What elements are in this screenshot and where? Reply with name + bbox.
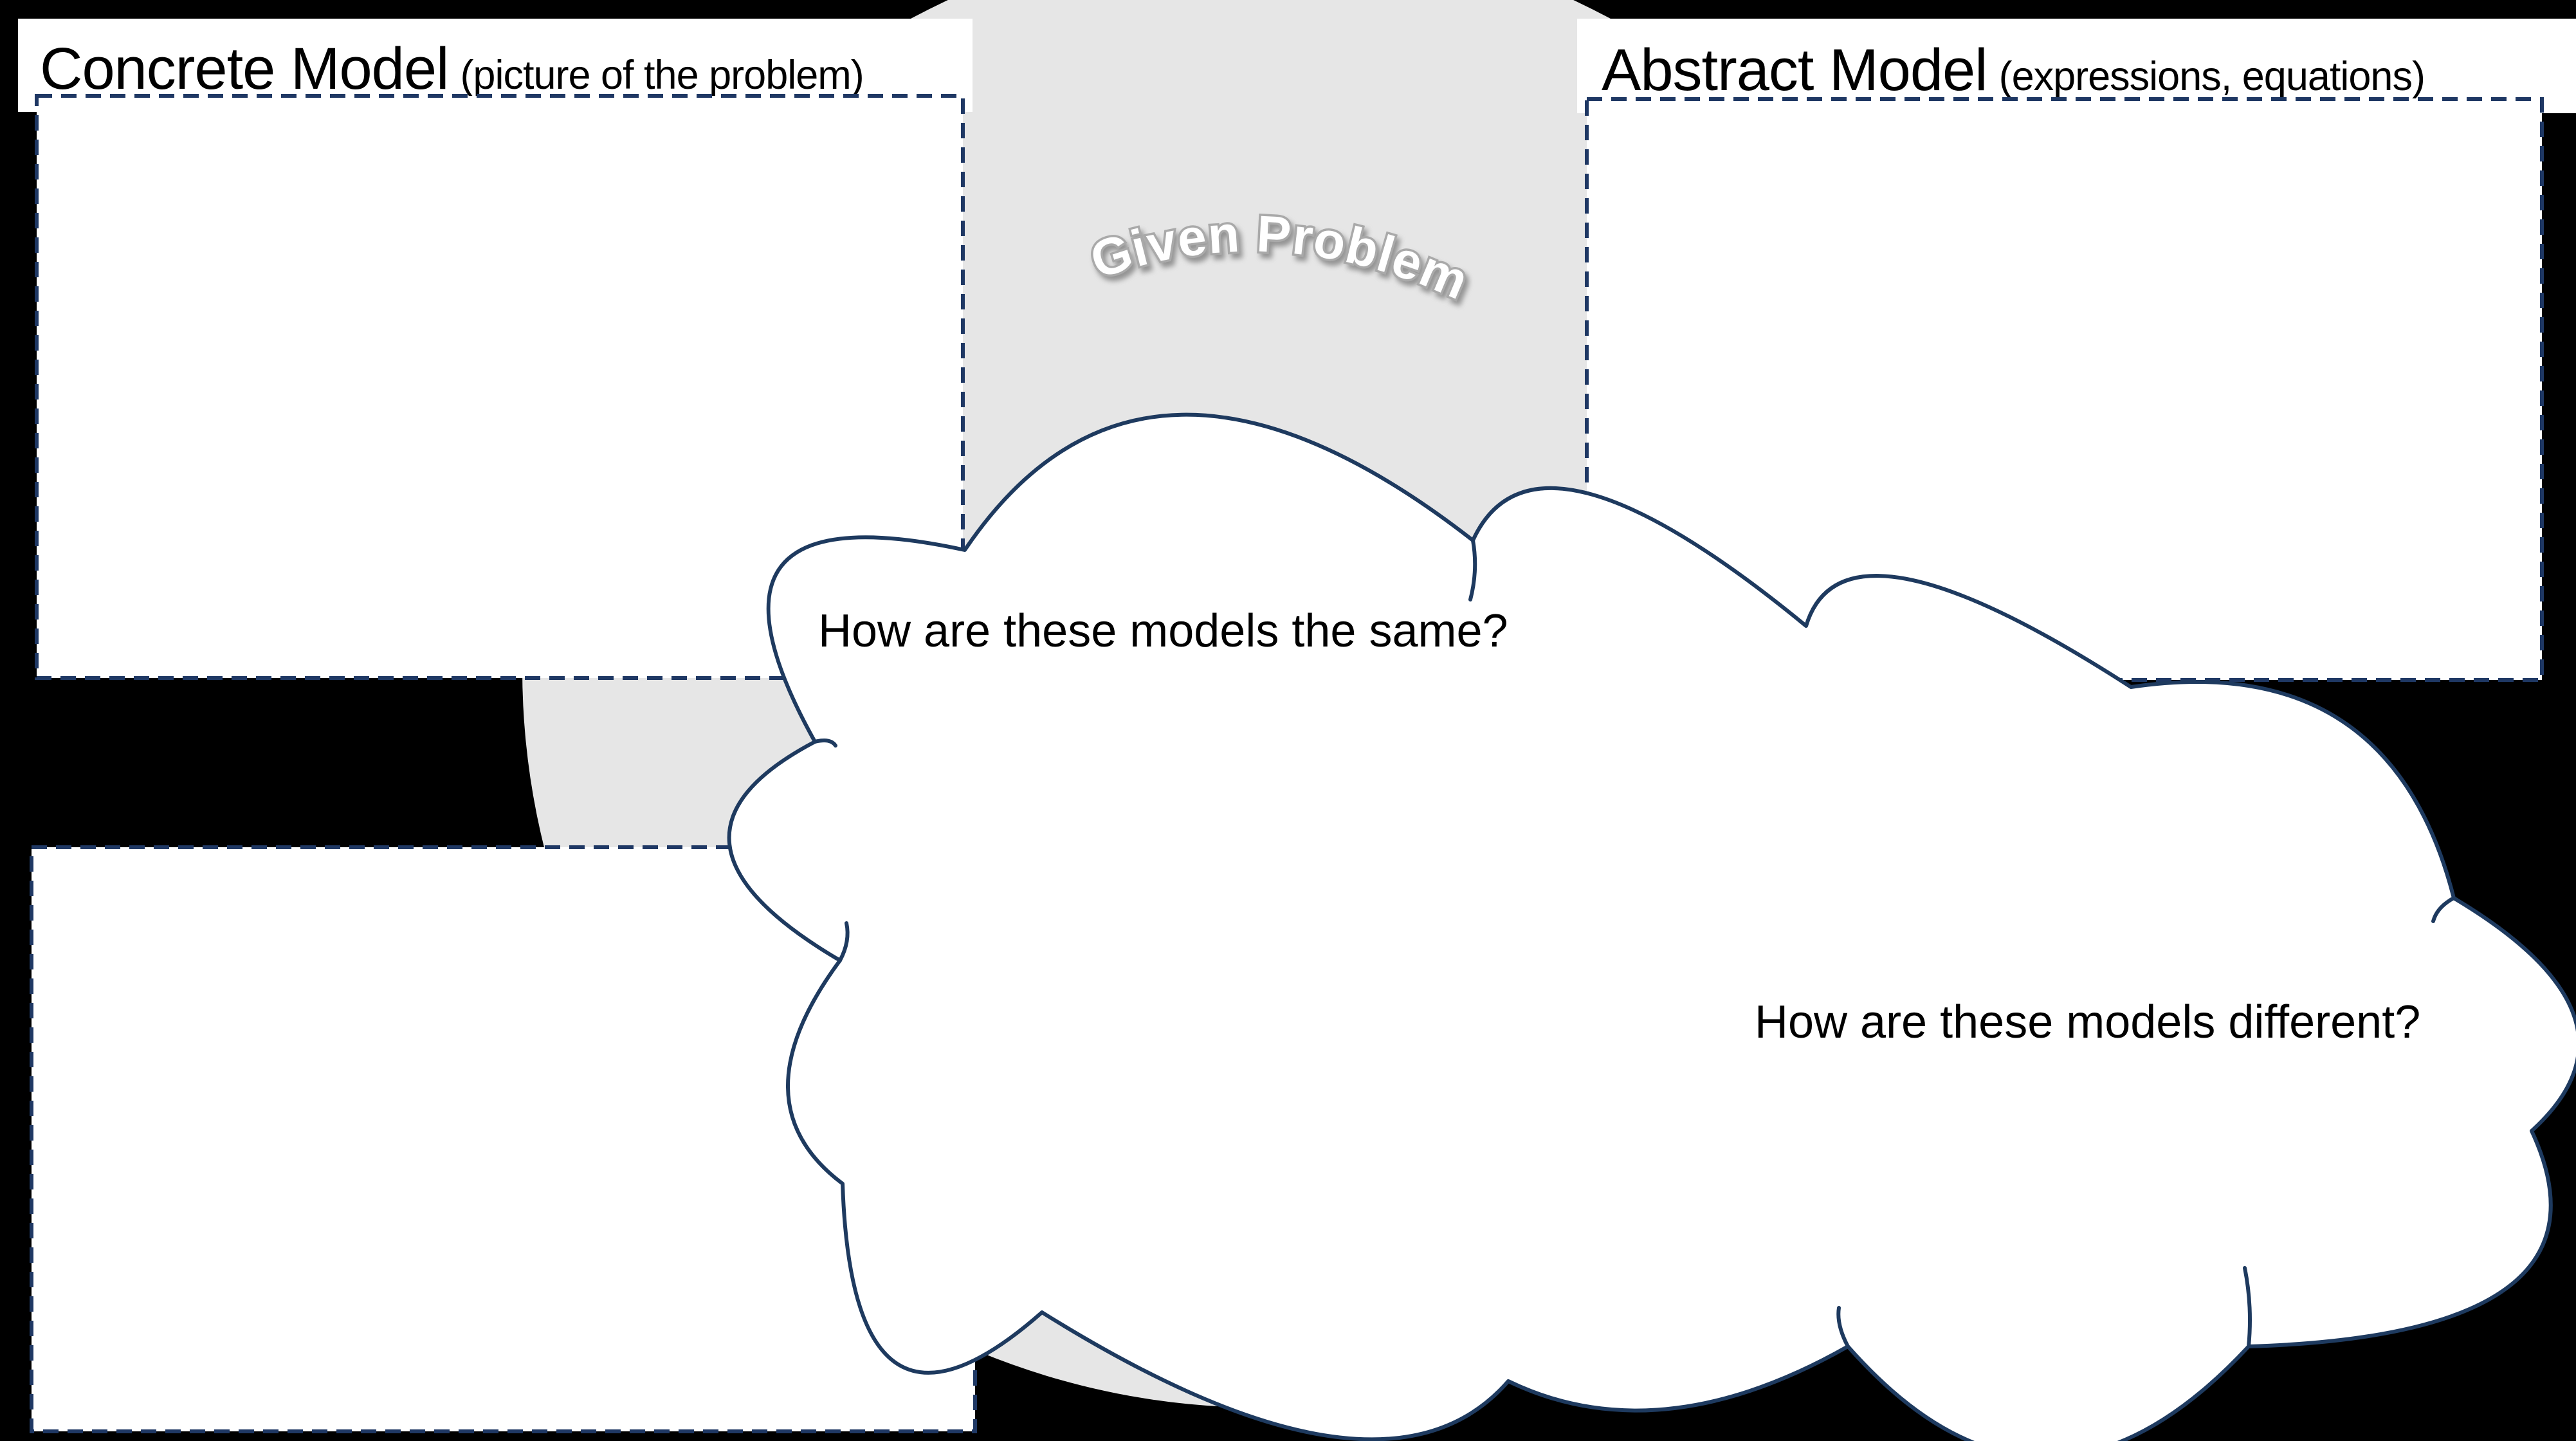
concrete-model-subtitle: (picture of the problem) [460,53,864,98]
concrete-model-title: Concrete Model [40,36,449,102]
cloud-cusp-spur [1468,538,1477,601]
cloud-cusp-spur [1836,1306,1850,1348]
cloud-question-same: How are these models the same? [818,605,1508,657]
abstract-model-subtitle: (expressions, equations) [1998,54,2425,99]
cloud-cusp-spur [2243,1266,2252,1348]
comparison-cloud[interactable] [727,412,2576,1441]
cloud-cusp-spur [813,739,837,748]
cloud-cusp-spur [2431,896,2456,923]
abstract-model-title: Abstract Model [1602,37,1988,103]
cloud-cusp-spur [838,921,850,962]
cloud-question-different: How are these models different? [1755,996,2421,1048]
